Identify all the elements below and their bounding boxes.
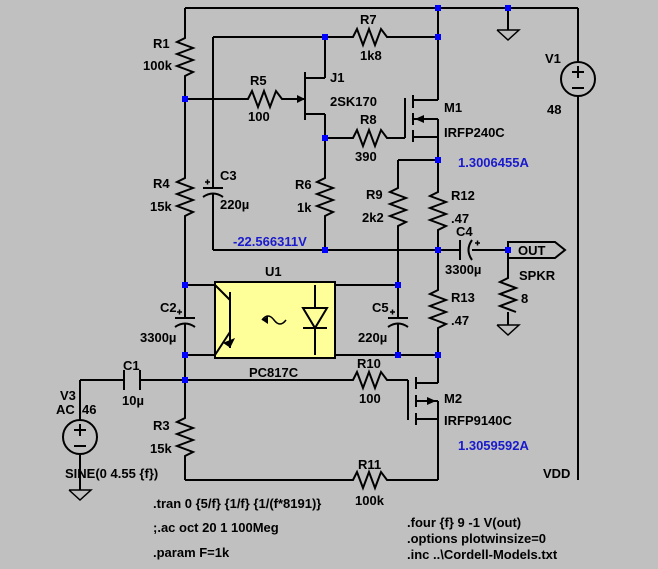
label-r5-value: 100 [248, 109, 270, 124]
net-label-vdd: VDD [543, 466, 570, 481]
readout-m1-current: 1.3006455A [458, 155, 529, 170]
mosfet-m1 [404, 92, 439, 145]
net-label-out: OUT [518, 243, 546, 258]
optocoupler-u1 [214, 281, 336, 359]
capacitor-c2 [174, 305, 196, 337]
label-r13-name: R13 [451, 290, 475, 305]
label-v1-name: V1 [545, 51, 561, 66]
resistor-r6 [314, 170, 336, 220]
resistor-r8 [345, 127, 393, 149]
label-m1-value: IRFP240C [444, 125, 505, 140]
capacitors [123, 175, 480, 390]
directive-ac: ;.ac oct 20 1 100Meg [153, 520, 279, 535]
label-spkr-value: 8 [521, 291, 528, 306]
ground-symbols [68, 29, 521, 502]
resistor-r10 [345, 369, 393, 391]
directive-inc: .inc ..\Cordell-Models.txt [407, 547, 558, 562]
out-port [507, 241, 567, 259]
resistor-r3 [174, 410, 196, 460]
label-r11-value: 100k [355, 493, 385, 508]
label-r1-name: R1 [153, 36, 170, 51]
spice-directives: .tran 0 {5/f} {1/f} {1/(f*8191)} ;.ac oc… [153, 496, 558, 562]
ground-v3-icon [68, 489, 93, 502]
label-r12-value: .47 [451, 211, 469, 226]
ground-top-icon [496, 29, 521, 42]
readout-m2-current: 1.3059592A [458, 438, 529, 453]
ground-spkr-icon [496, 324, 521, 337]
label-r8-name: R8 [360, 112, 377, 127]
label-r1-value: 100k [143, 58, 173, 73]
label-j1-name: J1 [330, 70, 344, 85]
source-v1 [560, 61, 596, 97]
resistor-r12 [427, 185, 449, 232]
label-r10-value: 100 [359, 391, 381, 406]
label-r10-name: R10 [357, 356, 381, 371]
label-m2-name: M2 [444, 391, 462, 406]
label-r6-name: R6 [295, 177, 312, 192]
speaker-spkr [497, 270, 519, 313]
label-c4-name: C4 [456, 224, 473, 239]
label-v3-name: V3 [60, 388, 76, 403]
label-c3-name: C3 [220, 168, 237, 183]
source-v3 [62, 419, 98, 455]
label-c1-name: C1 [123, 358, 140, 373]
label-c2-name: C2 [160, 300, 177, 315]
net-labels: OUT VDD [518, 243, 570, 481]
label-c2-value: 3300µ [140, 330, 176, 345]
readout-node-voltage: -22.566311V [233, 234, 307, 249]
resistor-r4 [174, 170, 196, 218]
label-r6-value: 1k [297, 200, 312, 215]
capacitor-c1 [123, 370, 141, 390]
label-m2-value: IRFP9140C [444, 413, 513, 428]
label-v3-value: AC .46 [56, 402, 96, 417]
label-c5-value: 220µ [358, 330, 387, 345]
label-r13-value: .47 [451, 313, 469, 328]
resistor-r11 [345, 469, 393, 491]
jfet-j1 [297, 72, 326, 120]
directive-four: .four {f} 9 -1 V(out) [407, 515, 521, 530]
label-r5-name: R5 [250, 73, 267, 88]
label-c3-value: 220µ [220, 197, 249, 212]
readout-labels: 1.3006455A 1.3059592A -22.566311V [233, 155, 529, 453]
label-r9-name: R9 [366, 187, 383, 202]
component-labels: R1 100k R4 15k R3 15k R5 100 R7 1k8 R8 3… [56, 12, 561, 508]
capacitor-c4 [459, 239, 480, 261]
junction-nodes [182, 5, 511, 383]
label-r7-value: 1k8 [360, 48, 382, 63]
directive-options: .options plotwinsize=0 [407, 531, 546, 546]
resistor-r7 [345, 26, 393, 48]
label-r12-name: R12 [451, 188, 475, 203]
label-r3-name: R3 [153, 418, 170, 433]
resistors [174, 26, 519, 491]
label-m1-name: M1 [444, 100, 462, 115]
resistor-r13 [427, 282, 449, 330]
directive-tran: .tran 0 {5/f} {1/f} {1/(f*8191)} [153, 496, 321, 511]
capacitor-c3 [202, 175, 224, 205]
label-spkr-name: SPKR [519, 268, 556, 283]
capacitor-c5 [387, 305, 409, 337]
label-r4-value: 15k [150, 199, 172, 214]
label-u1-name: U1 [265, 264, 282, 279]
resistor-r1 [174, 30, 196, 80]
label-c1-value: 10µ [122, 393, 144, 408]
wires [79, 7, 579, 490]
mosfet-m2 [407, 377, 439, 428]
resistor-r9 [387, 180, 409, 228]
label-r7-name: R7 [360, 12, 377, 27]
label-r4-name: R4 [153, 176, 170, 191]
directive-param: .param F=1k [153, 545, 230, 560]
label-j1-value: 2SK170 [330, 94, 377, 109]
label-c5-name: C5 [372, 300, 389, 315]
label-c4-value: 3300µ [445, 262, 481, 277]
label-v1-value: 48 [547, 102, 561, 117]
label-u1-value: PC817C [249, 365, 299, 380]
label-v3-source: SINE(0 4.55 {f}) [65, 466, 158, 481]
label-r9-value: 2k2 [362, 210, 384, 225]
label-r11-name: R11 [358, 457, 381, 472]
resistor-r5 [240, 88, 285, 110]
label-r3-value: 15k [150, 441, 172, 456]
label-r8-value: 390 [355, 149, 377, 164]
